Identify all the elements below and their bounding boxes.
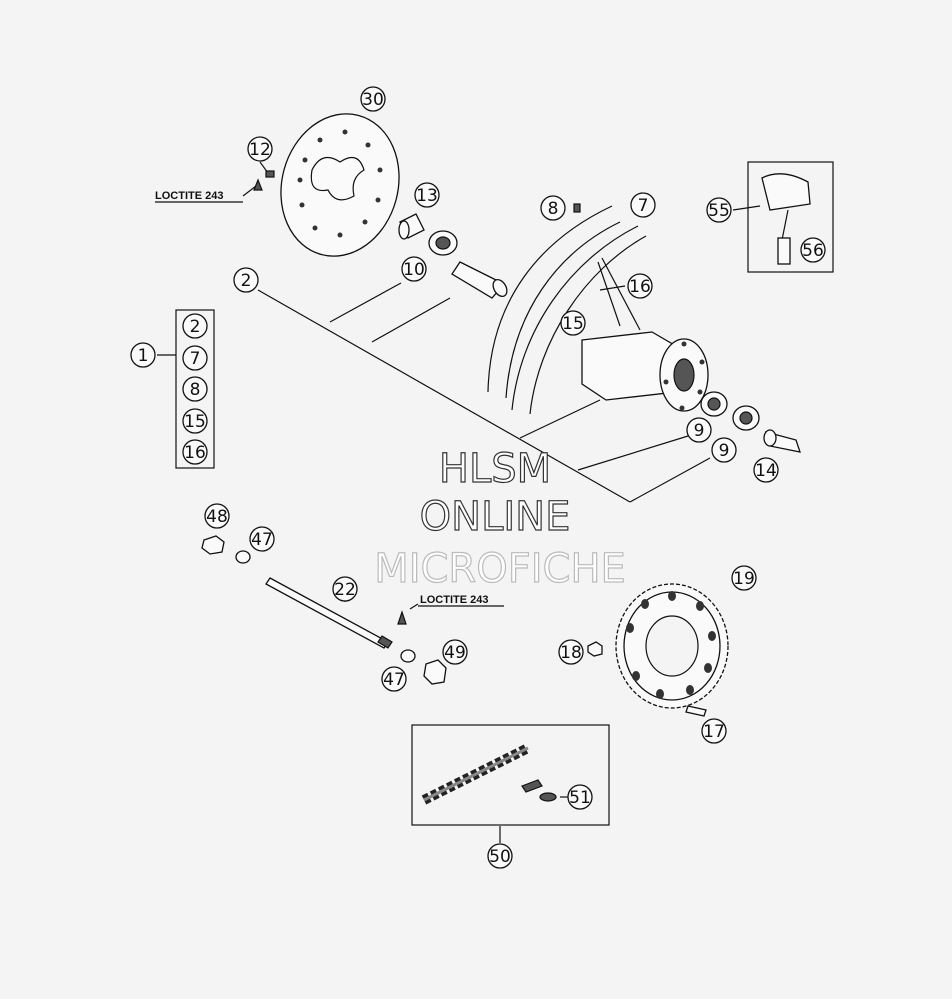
rim-part	[487, 205, 647, 415]
nut-part	[423, 659, 447, 685]
svg-text:49: 49	[444, 643, 466, 663]
svg-text:55: 55	[708, 201, 730, 221]
svg-text:7: 7	[190, 349, 201, 369]
callout-9b: 9	[711, 437, 737, 463]
svg-text:7: 7	[638, 196, 649, 216]
svg-text:15: 15	[184, 412, 206, 432]
loctite-note-mid: LOCTITE 243	[418, 594, 504, 607]
spoke-part	[597, 261, 621, 327]
svg-text:2: 2	[241, 271, 252, 291]
svg-text:50: 50	[489, 847, 511, 867]
nipple-part	[573, 203, 581, 213]
svg-text:2: 2	[190, 317, 201, 337]
svg-text:10: 10	[403, 260, 425, 280]
svg-text:14: 14	[755, 461, 777, 481]
svg-text:47: 47	[251, 530, 273, 550]
sprocket-nut-part	[587, 641, 603, 657]
svg-text:LOCTITE 243: LOCTITE 243	[420, 594, 488, 606]
callout-16: 16	[627, 273, 653, 299]
loctite-drop	[397, 610, 407, 625]
callout-18: 18	[558, 639, 584, 665]
callout-1: 1	[130, 342, 156, 368]
spacer-right-part	[763, 429, 801, 453]
callout-30: 30	[360, 86, 386, 112]
svg-text:15: 15	[562, 314, 584, 334]
watermark: HLSM ONLINE MICROFICHE	[374, 445, 627, 592]
valve-box	[747, 161, 834, 273]
svg-text:LOCTITE 243: LOCTITE 243	[155, 190, 223, 202]
svg-text:12: 12	[249, 140, 271, 160]
svg-text:22: 22	[334, 580, 356, 600]
callout-17: 17	[701, 718, 727, 744]
bearing-part-left	[428, 230, 458, 256]
kit-bracket	[175, 309, 215, 469]
axle-nut-part	[201, 535, 225, 555]
svg-text:8: 8	[190, 380, 201, 400]
svg-text:MICROFICHE: MICROFICHE	[374, 546, 626, 592]
kit-callout-7: 7	[182, 345, 208, 371]
callout-22: 22	[332, 576, 358, 602]
svg-text:17: 17	[703, 722, 725, 742]
loctite-note-top: LOCTITE 243	[155, 190, 243, 203]
svg-text:51: 51	[569, 788, 591, 808]
svg-text:8: 8	[548, 199, 559, 219]
chain-link-part	[521, 779, 557, 802]
axle-part	[265, 577, 393, 649]
sprocket-bolt-part	[685, 705, 707, 717]
callout-8: 8	[540, 195, 566, 221]
screw-part	[253, 170, 275, 191]
svg-text:56: 56	[802, 241, 824, 261]
chain-box	[411, 724, 610, 826]
callout-47a: 47	[249, 526, 275, 552]
callout-19: 19	[731, 565, 757, 591]
kit-callout-2: 2	[182, 313, 208, 339]
callout-10: 10	[401, 256, 427, 282]
svg-text:19: 19	[733, 569, 755, 589]
chain-part	[421, 743, 531, 805]
spacer-part	[398, 213, 425, 240]
hub-part	[581, 331, 709, 412]
svg-text:18: 18	[560, 643, 582, 663]
callout-49: 49	[442, 639, 468, 665]
kit-callout-16: 16	[182, 439, 208, 465]
svg-text:16: 16	[629, 277, 651, 297]
callout-12: 12	[247, 136, 273, 162]
sleeve-part	[451, 261, 508, 299]
callout-15: 15	[560, 310, 586, 336]
svg-text:9: 9	[694, 421, 705, 441]
washer-part	[235, 550, 251, 564]
callout-7: 7	[630, 192, 656, 218]
washer-part-2	[400, 649, 416, 663]
callout-13: 13	[414, 182, 440, 208]
callout-47b: 47	[381, 666, 407, 692]
svg-text:16: 16	[184, 443, 206, 463]
spoke-part-2	[601, 257, 641, 331]
callout-56: 56	[800, 237, 826, 263]
callouts: 30 12 13 10 2 8 7 16 15 55 56 1 2 7 8 15…	[130, 86, 826, 869]
callout-50: 50	[487, 843, 513, 869]
brake-disc-part	[280, 113, 400, 257]
kit-callout-15: 15	[182, 408, 208, 434]
callout-2: 2	[233, 267, 259, 293]
callout-48: 48	[204, 503, 230, 529]
kit-callout-8: 8	[182, 376, 208, 402]
svg-text:HLSM: HLSM	[439, 446, 551, 492]
callout-9a: 9	[686, 417, 712, 443]
callout-55: 55	[706, 197, 732, 223]
svg-text:13: 13	[416, 186, 438, 206]
wheel-bearing-part	[700, 391, 760, 431]
svg-text:48: 48	[206, 507, 228, 527]
callout-51: 51	[567, 784, 593, 810]
sprocket-part	[615, 583, 729, 709]
svg-text:30: 30	[362, 90, 384, 110]
svg-text:1: 1	[138, 346, 149, 366]
valve-cap-part	[761, 173, 811, 265]
svg-text:9: 9	[719, 441, 730, 461]
callout-14: 14	[753, 457, 779, 483]
svg-text:47: 47	[383, 670, 405, 690]
svg-text:ONLINE: ONLINE	[420, 494, 571, 540]
